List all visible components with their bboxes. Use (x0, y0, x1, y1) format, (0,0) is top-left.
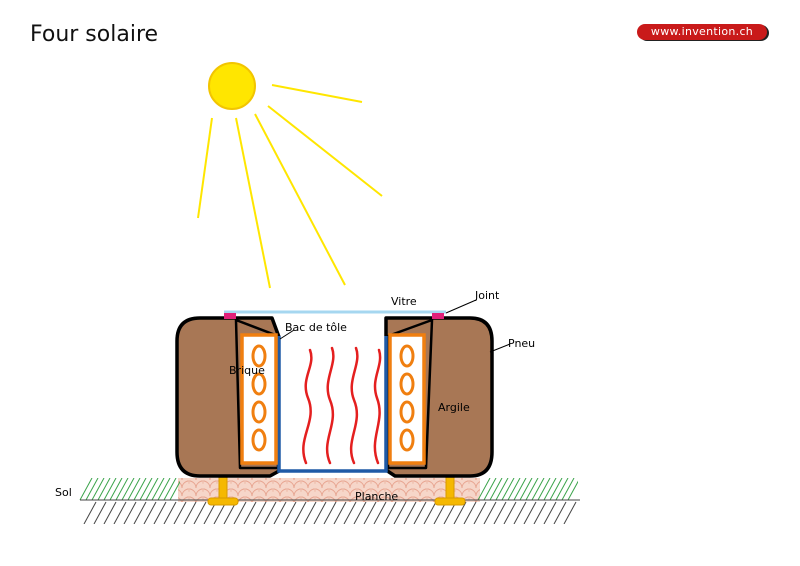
leader-lines (279, 299, 511, 353)
page-title: Four solaire (30, 22, 159, 47)
leader-joint (445, 299, 477, 314)
label-argile: Argile (438, 401, 470, 414)
grass-left (79, 478, 180, 500)
sun (197, 62, 383, 289)
brick-right (388, 333, 426, 465)
leader-pneu (489, 343, 511, 353)
sun-rays (197, 84, 383, 289)
brick-left (240, 333, 278, 465)
label-pneu: Pneu (508, 337, 535, 350)
sun-disc (208, 62, 256, 110)
feet (207, 469, 466, 506)
soil-hatching (83, 501, 577, 524)
brand-badge[interactable]: www.invention.ch (637, 24, 767, 40)
label-bac: Bac de tôle (285, 321, 347, 334)
foot-left-base (207, 497, 239, 506)
label-joint: Joint (474, 289, 500, 302)
foot-right-base (434, 497, 466, 506)
joint-left (224, 313, 236, 319)
heat-waves (302, 346, 382, 465)
grass-right (478, 478, 578, 500)
label-vitre: Vitre (391, 295, 417, 308)
leader-bac (279, 329, 295, 340)
label-brique: Brique (229, 364, 265, 377)
label-planche: Planche (355, 490, 398, 503)
joint-right (432, 313, 444, 319)
label-sol: Sol (55, 486, 72, 499)
